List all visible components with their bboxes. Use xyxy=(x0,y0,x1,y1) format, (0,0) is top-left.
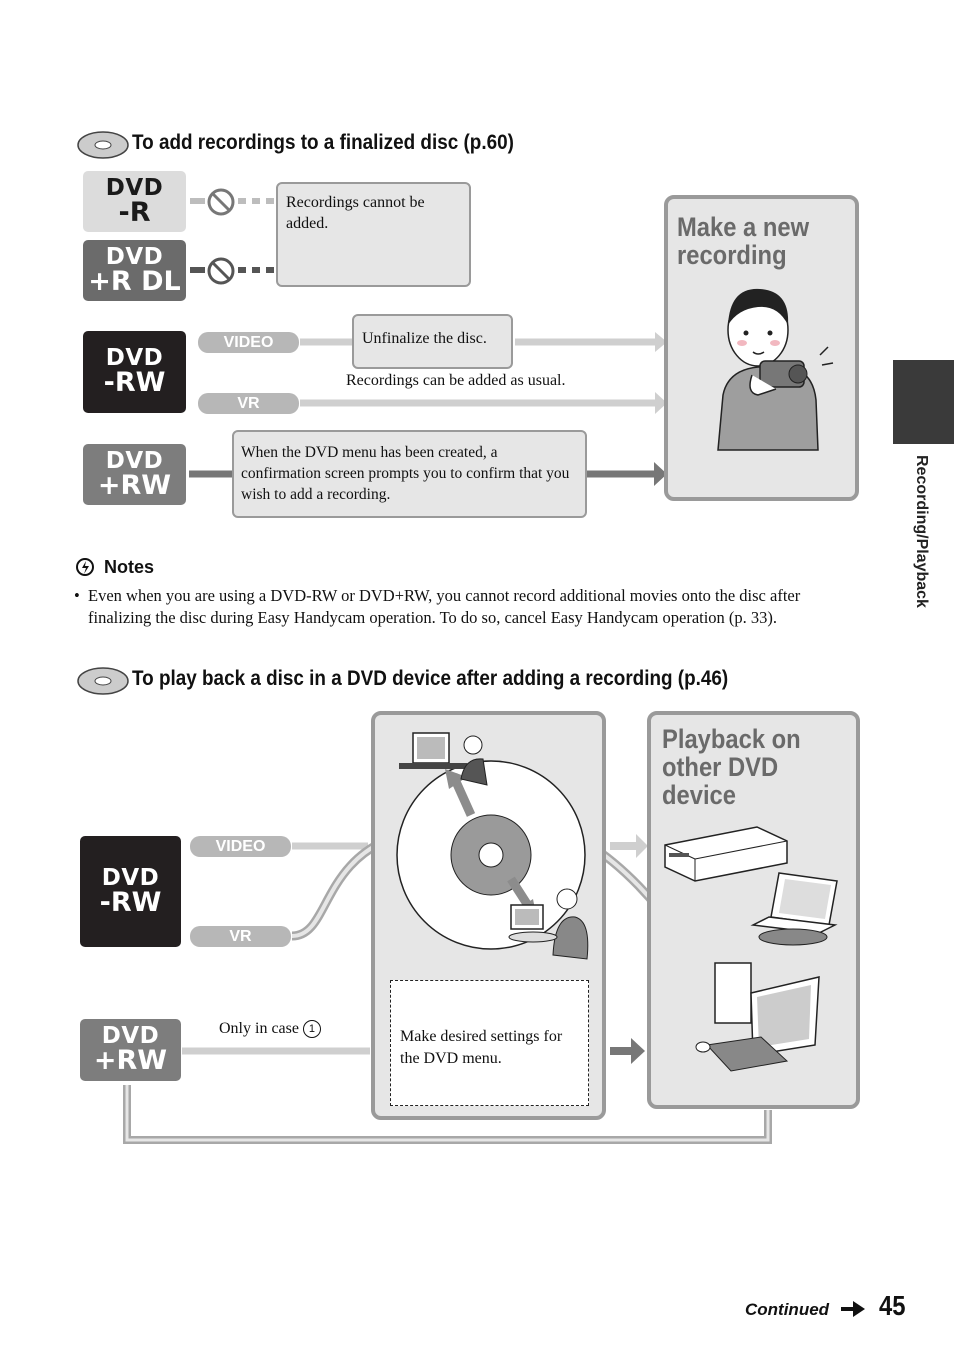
section1-heading: To add recordings to a finalized disc (p… xyxy=(132,131,514,154)
arrow-video-head xyxy=(655,332,667,352)
dvd-rw-badge: DVD-RW xyxy=(83,331,186,413)
panel-title: Playback on other DVD device xyxy=(662,724,801,810)
portable-dvd-illustration xyxy=(749,865,849,960)
prohibited-icon xyxy=(206,187,236,222)
notes-title: Notes xyxy=(104,557,155,577)
dvd-rw-badge: DVD-RW xyxy=(80,836,181,947)
section-tab-marker xyxy=(893,360,954,444)
dvd-r-badge: DVD-R xyxy=(83,171,186,232)
sidebar-section-label: Recording/Playback xyxy=(913,455,930,608)
dvd-player-illustration xyxy=(661,815,791,890)
page-number: 45 xyxy=(879,1290,906,1321)
only-in-case-text: Only in case 1 xyxy=(219,1020,321,1038)
recordings-cannot-box: Recordings cannot be added. xyxy=(276,182,471,287)
disc-illustration xyxy=(391,755,591,960)
added-as-usual-text: Recordings can be added as usual. xyxy=(346,372,566,389)
arrow-plus-rw-head xyxy=(654,462,667,486)
dvd-menu-panel: Make desired settings for the DVD menu. xyxy=(371,711,606,1120)
disc-icon xyxy=(76,665,130,702)
dvd-r-dl-badge: DVD+R DL xyxy=(83,240,186,301)
person-camcorder-illustration xyxy=(698,275,848,460)
vr-mode-pill: VR xyxy=(190,926,291,947)
dvd-menu-box: When the DVD menu has been created, a co… xyxy=(232,430,587,518)
panel-title: Make a new recording xyxy=(677,212,810,270)
unfinalize-box: Unfinalize the disc. xyxy=(352,314,513,369)
pc-user-illustration xyxy=(505,885,595,970)
playback-other-device-panel: Playback on other DVD device xyxy=(647,711,860,1109)
dvd-settings-box: Make desired settings for the DVD menu. xyxy=(390,980,589,1106)
video-mode-pill: VIDEO xyxy=(190,836,291,857)
computer-illustration xyxy=(691,957,831,1082)
continued-label: Continued xyxy=(745,1300,830,1319)
notes-icon xyxy=(76,558,96,583)
make-new-recording-panel: Make a new recording xyxy=(664,195,859,501)
step-number-circle: 1 xyxy=(302,1020,321,1038)
section2-heading: To play back a disc in a DVD device afte… xyxy=(132,667,729,690)
note-item: Even when you are using a DVD-RW or DVD+… xyxy=(88,586,801,627)
video-mode-pill: VIDEO xyxy=(198,332,299,353)
prohibited-icon xyxy=(206,256,236,291)
vr-mode-pill: VR xyxy=(198,393,299,414)
arrow-right-icon xyxy=(841,1301,865,1322)
disc-icon xyxy=(76,129,130,166)
tv-viewer-illustration xyxy=(395,729,490,794)
dvd-plus-rw-badge: DVD+RW xyxy=(80,1019,181,1081)
dvd-plus-rw-badge: DVD+RW xyxy=(83,444,186,505)
arrow-vr-head xyxy=(655,392,667,414)
